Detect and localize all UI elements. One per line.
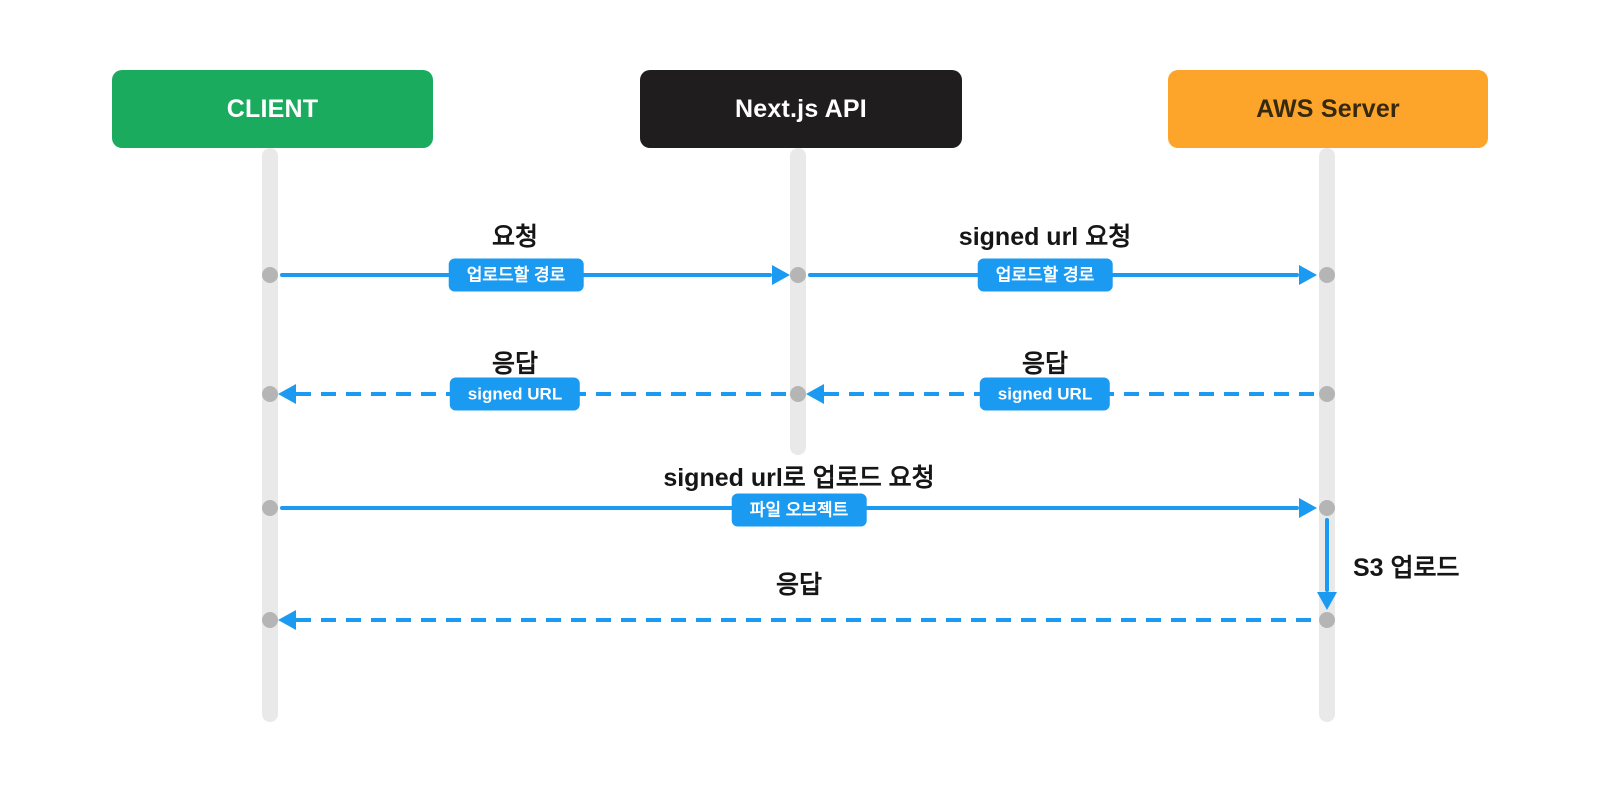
arrowhead-left-icon xyxy=(278,384,296,404)
message-label: S3 업로드 xyxy=(1353,554,1460,582)
message-label: signed url 요청 xyxy=(958,223,1132,251)
message-line xyxy=(296,618,1319,622)
actor-nextjs-label: Next.js API xyxy=(735,94,867,123)
lifeline-node xyxy=(790,386,806,402)
lifeline-node xyxy=(790,267,806,283)
lifeline-node xyxy=(1319,267,1335,283)
arrowhead-left-icon xyxy=(278,610,296,630)
actor-nextjs-box: Next.js API xyxy=(640,70,962,148)
actor-client-box: CLIENT xyxy=(112,70,433,148)
message-label: signed url로 업로드 요청 xyxy=(663,464,935,492)
lifeline-aws xyxy=(1319,148,1335,722)
arrowhead-right-icon xyxy=(772,265,790,285)
actor-aws-label: AWS Server xyxy=(1256,94,1400,123)
message-badge: 파일 오브젝트 xyxy=(731,493,867,527)
message-label: 응답 xyxy=(1021,350,1069,378)
lifeline-node xyxy=(262,386,278,402)
actor-client-label: CLIENT xyxy=(226,94,319,123)
arrowhead-right-icon xyxy=(1299,265,1317,285)
message-line xyxy=(1325,518,1329,592)
lifeline-nextjs xyxy=(790,148,806,455)
message-badge: 업로드할 경로 xyxy=(448,258,584,292)
arrowhead-down-icon xyxy=(1317,592,1337,610)
lifeline-node xyxy=(262,500,278,516)
message-label: 응답 xyxy=(775,571,823,599)
lifeline-node xyxy=(1319,612,1335,628)
message-badge: signed URL xyxy=(979,377,1111,411)
message-label: 요청 xyxy=(491,223,539,251)
actor-aws-box: AWS Server xyxy=(1168,70,1488,148)
arrowhead-right-icon xyxy=(1299,498,1317,518)
lifeline-node xyxy=(1319,500,1335,516)
lifeline-client xyxy=(262,148,278,722)
message-badge: 업로드할 경로 xyxy=(977,258,1113,292)
lifeline-node xyxy=(262,267,278,283)
lifeline-node xyxy=(1319,386,1335,402)
lifeline-node xyxy=(262,612,278,628)
message-label: 응답 xyxy=(491,350,539,378)
message-badge: signed URL xyxy=(449,377,581,411)
arrowhead-left-icon xyxy=(806,384,824,404)
